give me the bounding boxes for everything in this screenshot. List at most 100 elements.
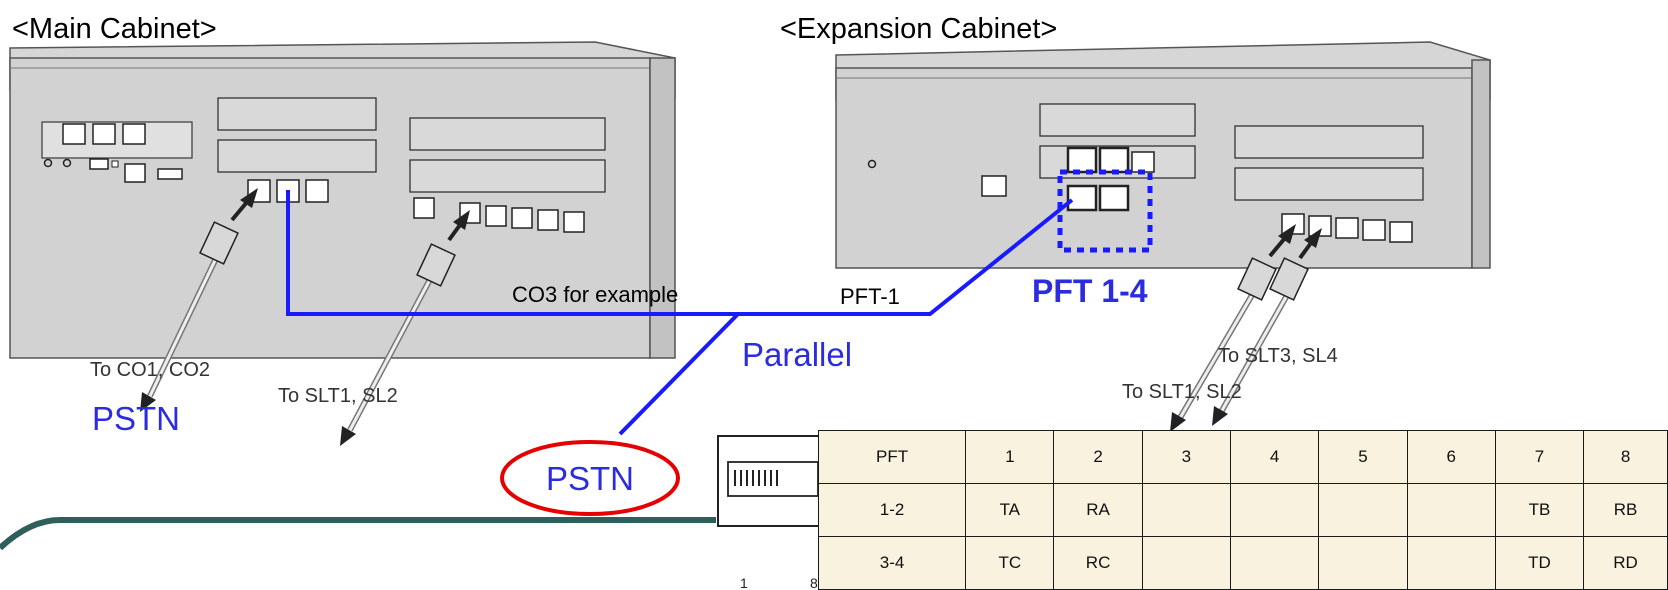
pft-table-cell: TB bbox=[1494, 483, 1585, 537]
pft-port-icon bbox=[1066, 184, 1098, 212]
rj11-plug-icon bbox=[416, 243, 456, 287]
indicator-led-icon bbox=[62, 158, 72, 168]
pft-table-cell: TC bbox=[965, 536, 1055, 590]
card-slot bbox=[1234, 167, 1424, 201]
rj45-port-icon bbox=[537, 209, 559, 231]
cables bbox=[140, 188, 1322, 446]
pft-table-cell: RD bbox=[1583, 536, 1668, 590]
arrow-head-icon bbox=[453, 210, 470, 230]
rj45-port-icon bbox=[1389, 221, 1413, 243]
rj45-port-icon bbox=[92, 123, 116, 145]
pft-port-icon bbox=[1098, 184, 1130, 212]
slt12-destination-label: To SLT1, SL2 bbox=[1122, 381, 1242, 403]
main-extension-ports bbox=[413, 197, 585, 233]
connector-pin-last: 8 bbox=[810, 575, 818, 590]
slt34-destination-label: To SLT3, SL4 bbox=[1218, 345, 1338, 367]
pft-table-label-cell: 3-4 bbox=[817, 536, 967, 590]
pft-table-cell: RA bbox=[1053, 483, 1143, 537]
arrow-head-icon bbox=[1278, 224, 1296, 244]
rj11-plug-icon bbox=[1237, 257, 1277, 301]
pft-table-cell: RB bbox=[1583, 483, 1668, 537]
pft-port-icon bbox=[1098, 146, 1130, 174]
parallel-wiring bbox=[286, 190, 1074, 436]
main-cabinet bbox=[9, 41, 676, 359]
connector-pins-icon bbox=[734, 470, 778, 486]
card-slot bbox=[217, 139, 377, 173]
parallel-branch-wire bbox=[618, 312, 740, 436]
arrow-head-icon bbox=[1304, 228, 1322, 248]
rj-connector-illustration: 1 8 bbox=[717, 435, 829, 590]
pft-table-cell: 1 bbox=[965, 430, 1055, 484]
pft-table-cell bbox=[1229, 536, 1320, 590]
expansion-cabinet bbox=[835, 41, 1491, 269]
pft-table-cell bbox=[1141, 536, 1232, 590]
pft-table-cell: 6 bbox=[1406, 430, 1496, 484]
rj45-port-icon bbox=[511, 207, 533, 229]
parallel-label: Parallel bbox=[742, 336, 852, 373]
arrow-head-icon bbox=[1212, 406, 1228, 426]
pft-table-cell bbox=[1229, 483, 1320, 537]
arrow-head-icon bbox=[140, 392, 156, 412]
pft-table-cell: 8 bbox=[1583, 430, 1668, 484]
rj45-port-icon bbox=[124, 163, 146, 183]
card-slot bbox=[1234, 125, 1424, 159]
pft-table-cell: TA bbox=[965, 483, 1055, 537]
pft-port-icon bbox=[1131, 151, 1155, 173]
rj45-port-icon bbox=[122, 123, 146, 145]
co3-example-label: CO3 for example bbox=[512, 282, 678, 307]
pft1-label: PFT-1 bbox=[840, 284, 900, 309]
pft-table-cell: 3 bbox=[1141, 430, 1232, 484]
rj45-port-icon bbox=[62, 123, 86, 145]
rj11-plug-icon bbox=[1269, 257, 1309, 301]
expansion-extension-ports bbox=[1281, 213, 1413, 243]
pft-ports bbox=[1066, 146, 1155, 212]
bottom-rule bbox=[0, 517, 716, 551]
pft-table-cell bbox=[1318, 536, 1408, 590]
card-slot bbox=[1039, 103, 1196, 137]
pstn-bubble bbox=[500, 440, 680, 516]
pft-table-cell: 4 bbox=[1229, 430, 1320, 484]
pft-highlight-box bbox=[1057, 169, 1153, 253]
pft-port-icon bbox=[1066, 146, 1098, 174]
rj11-plug-icon bbox=[199, 221, 239, 265]
main-cabinet-title: <Main Cabinet> bbox=[12, 13, 217, 45]
rj45-port-icon bbox=[485, 205, 507, 227]
rj45-port-icon bbox=[1362, 219, 1386, 241]
main-cabinet-side bbox=[649, 57, 676, 359]
arrow-head-icon bbox=[240, 188, 258, 208]
usb-port-icon bbox=[89, 158, 109, 170]
main-slt-destination-label: To SLT1, SL2 bbox=[278, 385, 398, 407]
co-destination-label: To CO1, CO2 bbox=[90, 359, 210, 381]
pft-table-cell: 5 bbox=[1318, 430, 1408, 484]
pft-range-label: PFT 1-4 bbox=[1032, 273, 1148, 309]
pstn-bubble-label: PSTN bbox=[546, 460, 634, 497]
pft-table-cell: 2 bbox=[1053, 430, 1143, 484]
pft-table-cell bbox=[1141, 483, 1232, 537]
arrow-head-icon bbox=[1170, 412, 1186, 432]
arrow-head-icon bbox=[340, 426, 356, 446]
rj45-port-icon bbox=[1335, 217, 1359, 239]
co3-wire bbox=[286, 190, 1074, 316]
pft-table-cell bbox=[1406, 536, 1496, 590]
rj45-port-icon bbox=[1308, 215, 1332, 237]
card-slot bbox=[409, 159, 606, 193]
sd-slot-icon bbox=[157, 168, 183, 180]
main-co-ports bbox=[247, 179, 329, 203]
indicator-led-icon bbox=[867, 159, 877, 169]
rj45-port-icon bbox=[981, 175, 1007, 197]
pft-table-cell: 7 bbox=[1494, 430, 1585, 484]
pstn-label: PSTN bbox=[92, 400, 180, 437]
expansion-cabinet-side bbox=[1471, 59, 1491, 269]
indicator-led-icon bbox=[43, 158, 53, 168]
rj45-port-icon bbox=[563, 211, 585, 233]
expansion-cabinet-title: <Expansion Cabinet> bbox=[780, 13, 1057, 45]
pft-table-cell bbox=[1406, 483, 1496, 537]
pft-table-cell: TD bbox=[1494, 536, 1585, 590]
co-port-icon bbox=[305, 179, 329, 203]
card-slot bbox=[217, 97, 377, 131]
